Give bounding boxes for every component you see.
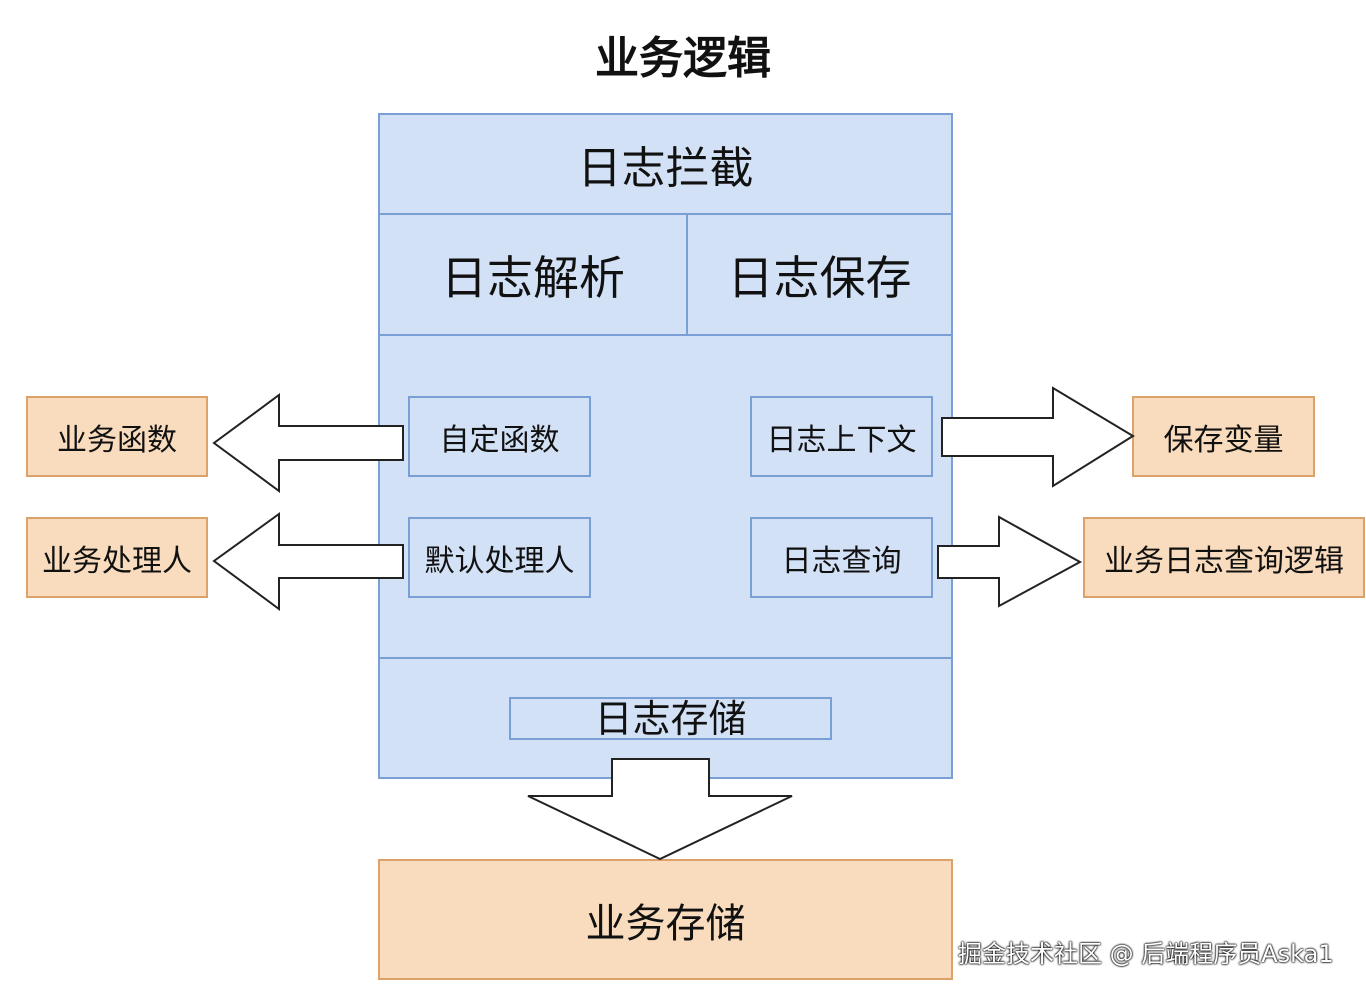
log-intercept-section: 日志拦截	[378, 113, 953, 215]
log-storage-box: 日志存储	[509, 697, 832, 740]
biz-handler-box: 业务处理人	[26, 517, 208, 598]
diagram-title: 业务逻辑	[595, 33, 771, 84]
arrow-right-icon	[937, 515, 1083, 608]
biz-storage-box: 业务存储	[378, 859, 953, 980]
arrow-left-icon	[212, 512, 404, 611]
arrow-left-icon	[212, 393, 404, 493]
save-var-box: 保存变量	[1132, 396, 1315, 477]
watermark: 掘金技术社区 @ 后端程序员Aska1	[958, 940, 1334, 968]
default-handler-box: 默认处理人	[408, 517, 591, 598]
biz-func-box: 业务函数	[26, 396, 208, 477]
log-parse-section: 日志解析	[378, 213, 688, 336]
log-query-box: 日志查询	[750, 517, 933, 598]
biz-query-logic-box: 业务日志查询逻辑	[1083, 517, 1365, 598]
log-context-box: 日志上下文	[750, 396, 933, 477]
log-middle-section	[378, 334, 953, 659]
custom-func-box: 自定函数	[408, 396, 591, 477]
arrow-right-icon	[941, 386, 1135, 488]
log-save-section: 日志保存	[686, 213, 953, 336]
